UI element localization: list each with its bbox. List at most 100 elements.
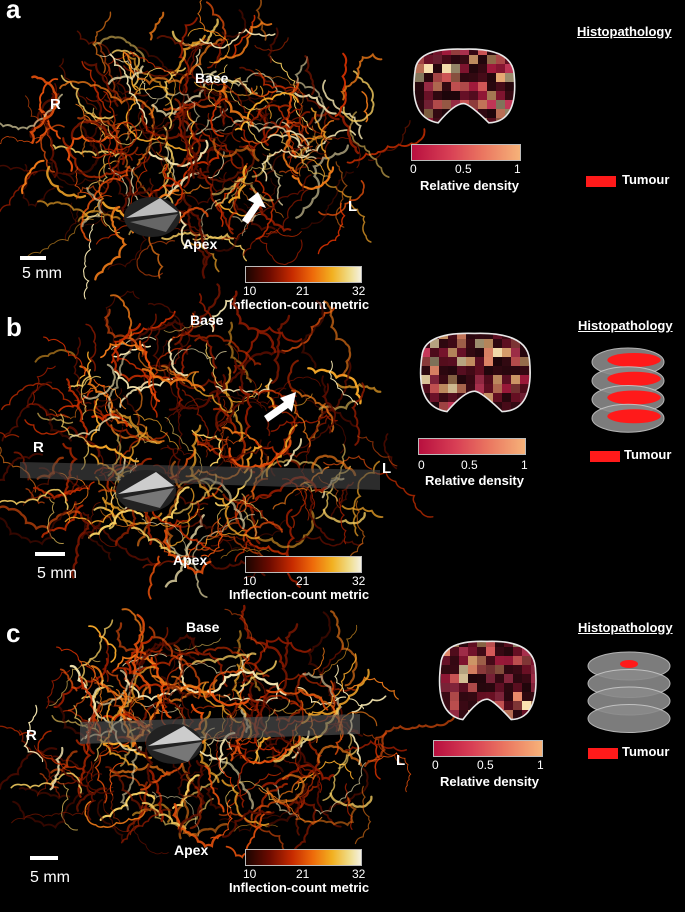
vessel-segment: [85, 772, 115, 795]
density-cell: [413, 109, 415, 118]
density-cell: [430, 393, 439, 402]
inflection-tick: 21: [296, 867, 310, 881]
vessel-segment: [49, 406, 81, 420]
density-cell: [484, 366, 493, 375]
vessel-segment: [10, 772, 83, 794]
vessel-segment: [151, 791, 200, 837]
vessel-segment: [291, 166, 335, 190]
vessel-segment: [81, 60, 112, 113]
vessel-segment: [129, 50, 177, 77]
vessel-segment: [259, 411, 296, 472]
vessel-segment: [152, 322, 185, 377]
vessel-segment: [111, 651, 200, 675]
vessel-segment: [92, 107, 143, 146]
density-cell: [459, 692, 468, 701]
density-cell: [415, 64, 424, 73]
gland-outline: [438, 640, 537, 721]
vessel-segment: [68, 368, 92, 389]
vessel-segment: [46, 165, 87, 199]
inflection-colorbar: [245, 849, 362, 866]
right-label: R: [26, 727, 37, 744]
vessel-segment: [259, 85, 272, 119]
vessel-segment: [81, 186, 104, 228]
density-cell: [502, 375, 511, 384]
vessel-segment: [340, 52, 383, 101]
vessel-segment: [0, 136, 41, 145]
vessel-segment: [221, 809, 275, 838]
vessel-segment: [109, 762, 124, 796]
vessel-segment: [0, 452, 44, 482]
vessel-segment: [46, 700, 86, 739]
vessel-segment: [228, 165, 248, 204]
density-cell: [504, 701, 513, 710]
vessel-segment: [99, 791, 156, 821]
density-cell: [502, 348, 511, 357]
vessel-segment: [307, 367, 362, 405]
vessel-segment: [218, 810, 286, 852]
density-cell: [520, 348, 529, 357]
vessel-segment: [112, 359, 185, 383]
density-cell: [487, 64, 496, 73]
vessel-segment: [318, 645, 343, 686]
density-cell: [495, 647, 504, 656]
vessel-segment: [147, 302, 191, 348]
vessel-segment: [164, 416, 203, 476]
vessel-segment: [317, 202, 346, 255]
vessel-segment: [168, 374, 227, 411]
density-cell: [504, 683, 513, 692]
vessel-segment: [141, 368, 206, 392]
vessel-segment: [12, 792, 84, 830]
vessel-segment: [103, 713, 141, 727]
density-cell: [430, 366, 439, 375]
histopathology-title: Histopathology: [578, 620, 673, 635]
density-cell: [484, 393, 493, 402]
density-cell: [522, 647, 531, 656]
vessel-segment: [148, 11, 165, 41]
density-cell: [540, 674, 549, 683]
density-cell: [441, 674, 450, 683]
vessel-segment: [186, 146, 214, 178]
density-cell: [540, 656, 549, 665]
vessel-segment: [0, 446, 37, 493]
vessel-segment: [93, 506, 116, 530]
vessel-segment: [137, 46, 212, 85]
vessel-segment: [83, 223, 95, 300]
vessel-segment: [120, 814, 158, 844]
vessel-segment: [345, 739, 408, 752]
density-cell: [442, 91, 451, 100]
tumour-swatch: [590, 451, 620, 462]
density-cell: [493, 366, 502, 375]
vessel-segment: [77, 210, 121, 222]
density-cell: [433, 82, 442, 91]
histopathology-render: [587, 651, 671, 733]
panel-label: c: [6, 618, 21, 648]
density-cell: [442, 55, 451, 64]
density-cell: [505, 100, 514, 109]
density-cell: [477, 710, 486, 719]
density-cell: [475, 411, 484, 412]
density-cell: [424, 91, 433, 100]
density-tick: 0.5: [455, 162, 472, 176]
tissue-slice: [587, 704, 671, 733]
density-cell: [415, 73, 424, 82]
vessel-segment: [191, 429, 223, 467]
density-cell: [468, 719, 477, 720]
arrow-icon: [264, 392, 296, 422]
inflection-colorbar-title: Inflection-count metric: [229, 587, 370, 602]
density-cell: [433, 49, 442, 55]
imaging-plane: [20, 462, 380, 490]
vessel-segment: [133, 822, 169, 855]
vessel-segment: [156, 151, 192, 194]
density-cell: [420, 366, 421, 375]
density-cell: [478, 109, 487, 118]
base-label: Base: [195, 70, 229, 86]
density-cell: [496, 109, 505, 118]
density-cell: [502, 393, 511, 402]
vessel-segment: [264, 741, 290, 763]
vessel-segment: [310, 107, 332, 173]
density-cell: [531, 641, 536, 647]
density-cell: [451, 109, 460, 118]
vessel-segment: [159, 652, 185, 676]
vessel-segment: [0, 431, 20, 439]
vessel-segment: [308, 653, 357, 716]
